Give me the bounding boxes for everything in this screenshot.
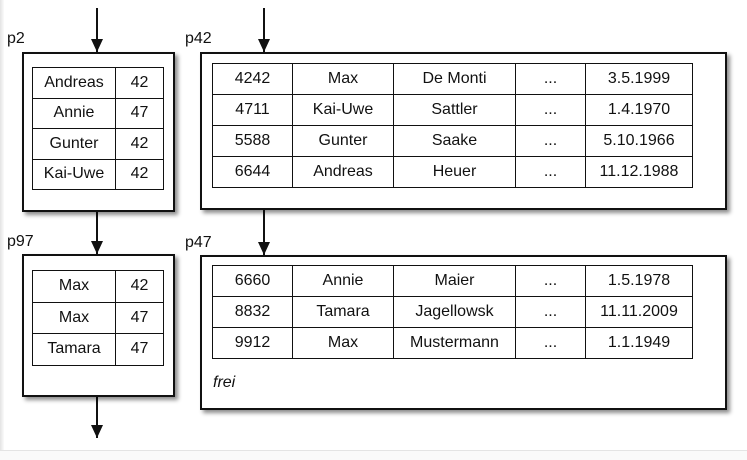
table-row: Max 42 (32, 270, 164, 303)
table-cell: Gunter (32, 128, 116, 160)
table-cell: Gunter (292, 125, 394, 157)
table-cell: Andreas (32, 67, 116, 99)
table-cell: Tamara (32, 333, 116, 366)
table-cell: 42 (115, 128, 164, 160)
page-label-p2: p2 (7, 30, 25, 47)
table-cell: 47 (115, 333, 164, 366)
arrow-p42-to-p47-icon (258, 210, 270, 255)
table-cell: ... (515, 156, 586, 188)
arrow-out-of-p97-icon (91, 396, 103, 438)
page-box-p97: Max 42 Max 47 Tamara 47 (22, 254, 175, 397)
table-cell: 42 (115, 158, 164, 190)
page-box-p47: 6660 Annie Maier ... 1.5.1978 8832 Tamar… (200, 255, 727, 410)
table-cell: 1.5.1978 (585, 265, 693, 297)
table-cell: Max (32, 301, 116, 334)
table-cell: Jagellowsk (393, 296, 516, 328)
table-cell: 4711 (212, 94, 293, 126)
free-space-label: frei (213, 374, 236, 391)
table-cell: Kai-Uwe (292, 94, 394, 126)
table-cell: Sattler (393, 94, 516, 126)
arrow-into-p42-icon (258, 8, 270, 52)
table-cell: ... (515, 296, 586, 328)
table-cell: Saake (393, 125, 516, 157)
table-row: Gunter 42 (32, 128, 164, 160)
page-box-p42: 4242 Max De Monti ... 3.5.1999 4711 Kai-… (200, 52, 727, 210)
table-row: 8832 Tamara Jagellowsk ... 11.11.2009 (212, 296, 693, 328)
table-cell: 47 (115, 97, 164, 129)
table-row: Max 47 (32, 301, 164, 334)
table-cell: Heuer (393, 156, 516, 188)
table-cell: Max (292, 327, 394, 359)
table-cell: 42 (115, 67, 164, 99)
table-cell: De Monti (393, 63, 516, 95)
table-cell: Mustermann (393, 327, 516, 359)
slide-left-edge (0, 0, 4, 460)
table-cell: 11.12.1988 (585, 156, 693, 188)
table-cell: 47 (115, 301, 164, 334)
table-row: 6644 Andreas Heuer ... 11.12.1988 (212, 156, 693, 188)
table-cell: ... (515, 63, 586, 95)
arrow-p2-to-p97-icon (91, 211, 103, 254)
table-cell: 6644 (212, 156, 293, 188)
table-row: 5588 Gunter Saake ... 5.10.1966 (212, 125, 693, 157)
p2-index-table: Andreas 42 Annie 47 Gunter 42 Kai-Uwe 42 (32, 67, 164, 190)
table-cell: ... (515, 125, 586, 157)
table-cell: 1.4.1970 (585, 94, 693, 126)
table-cell: Maier (393, 265, 516, 297)
table-cell: 6660 (212, 265, 293, 297)
table-cell: Annie (292, 265, 394, 297)
table-cell: Andreas (292, 156, 394, 188)
table-row: 4242 Max De Monti ... 3.5.1999 (212, 63, 693, 95)
table-cell: 8832 (212, 296, 293, 328)
table-row: Kai-Uwe 42 (32, 158, 164, 190)
table-cell: ... (515, 327, 586, 359)
page-label-p42: p42 (185, 30, 212, 47)
table-cell: Max (32, 270, 116, 303)
table-cell: 3.5.1999 (585, 63, 693, 95)
table-cell: ... (515, 94, 586, 126)
page-label-p47: p47 (185, 234, 212, 251)
table-cell: 4242 (212, 63, 293, 95)
table-cell: 11.11.2009 (585, 296, 693, 328)
table-row: Annie 47 (32, 97, 164, 129)
table-cell: ... (515, 265, 586, 297)
table-row: 9912 Max Mustermann ... 1.1.1949 (212, 327, 693, 359)
table-cell: 5.10.1966 (585, 125, 693, 157)
p97-index-table: Max 42 Max 47 Tamara 47 (32, 270, 164, 366)
table-row: Andreas 42 (32, 67, 164, 99)
slide-bottom-edge (0, 450, 747, 460)
page-box-p2: Andreas 42 Annie 47 Gunter 42 Kai-Uwe 42 (22, 52, 175, 212)
arrow-into-p2-icon (91, 8, 103, 52)
p42-records-table: 4242 Max De Monti ... 3.5.1999 4711 Kai-… (212, 63, 693, 188)
page-label-p97: p97 (7, 233, 34, 250)
table-cell: Kai-Uwe (32, 158, 116, 190)
table-cell: Tamara (292, 296, 394, 328)
table-cell: Max (292, 63, 394, 95)
table-cell: 5588 (212, 125, 293, 157)
table-cell: 42 (115, 270, 164, 303)
table-row: Tamara 47 (32, 333, 164, 366)
table-cell: Annie (32, 97, 116, 129)
table-row: 4711 Kai-Uwe Sattler ... 1.4.1970 (212, 94, 693, 126)
p47-records-table: 6660 Annie Maier ... 1.5.1978 8832 Tamar… (212, 265, 693, 359)
table-cell: 9912 (212, 327, 293, 359)
table-cell: 1.1.1949 (585, 327, 693, 359)
table-row: 6660 Annie Maier ... 1.5.1978 (212, 265, 693, 297)
